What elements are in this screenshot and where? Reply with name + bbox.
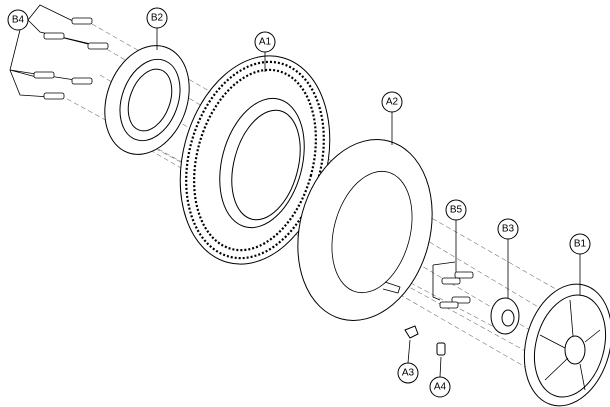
callout-b3: B3 [497,218,519,240]
part-b3-hub [490,297,520,335]
part-b2-rim-half [104,45,190,155]
svg-text:B4: B4 [12,15,25,26]
svg-text:A1: A1 [259,37,272,48]
callout-b4: B4 [7,9,29,31]
part-a2-inner-tube [297,139,433,321]
callout-b5: B5 [445,199,467,221]
svg-text:B5: B5 [450,205,463,216]
part-b1-rim-half [523,283,610,407]
svg-text:A4: A4 [434,382,447,393]
svg-text:B3: B3 [502,224,515,235]
part-a4-cap [436,342,446,356]
callout-a2: A2 [381,91,403,113]
bolts-b4 [9,4,109,100]
svg-text:A2: A2 [386,97,399,108]
part-a1-tire [179,55,331,265]
part-a3-nut [404,325,419,339]
svg-text:A3: A3 [402,368,415,379]
bolts-b5 [432,261,474,309]
callout-a3: A3 [397,362,419,384]
callout-a1: A1 [254,31,276,53]
callout-b2: B2 [146,7,168,29]
leader-lines [156,28,581,378]
callout-b1: B1 [569,233,591,255]
svg-text:B2: B2 [151,13,164,24]
svg-text:B1: B1 [574,239,587,250]
callout-a4: A4 [429,376,451,398]
